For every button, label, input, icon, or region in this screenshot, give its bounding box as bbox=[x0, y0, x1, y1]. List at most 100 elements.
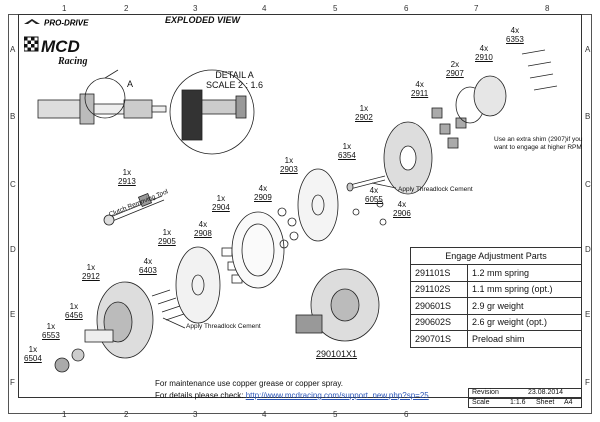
part-description: Preload shim bbox=[467, 330, 582, 348]
zone-row-a: A bbox=[10, 45, 16, 54]
callout-qty: 2x bbox=[450, 60, 460, 69]
callout-pn: 2902 bbox=[355, 113, 373, 122]
callout-pn: 2913 bbox=[118, 177, 136, 186]
callout-qty: 1x bbox=[162, 228, 172, 237]
zone-col-5-bottom: 5 bbox=[333, 410, 338, 419]
callout-qty: 4x bbox=[510, 26, 520, 35]
callout-pn: 6353 bbox=[506, 35, 524, 44]
callout-qty: 1x bbox=[359, 104, 369, 113]
sheet-label: Sheet bbox=[536, 399, 555, 406]
shim-note: Use an extra shim (2907)if you want to e… bbox=[494, 136, 583, 151]
clutch-housing-2912 bbox=[54, 281, 154, 373]
callout-qty: 1x bbox=[342, 142, 352, 151]
sheet-value: A4 bbox=[564, 399, 573, 406]
revision-date: 23.08.2014 bbox=[528, 389, 564, 396]
springs-2911 bbox=[431, 107, 467, 149]
zone-col-1: 1 bbox=[62, 4, 67, 13]
callout-pn: 2910 bbox=[475, 53, 493, 62]
racing-logo-text: Racing bbox=[57, 56, 87, 67]
zone-col-3-bottom: 3 bbox=[193, 410, 198, 419]
zone-row-e-right: E bbox=[585, 310, 591, 319]
callout-pn: 2905 bbox=[158, 237, 176, 246]
detail-marker-a: A bbox=[127, 79, 134, 89]
threadlock-note-top: Apply Threadlock Cement bbox=[398, 186, 473, 193]
callout-qty: 4x bbox=[397, 200, 407, 209]
callout-pn: 6354 bbox=[338, 151, 356, 160]
callout-pn: 2911 bbox=[411, 89, 429, 98]
zone-col-4: 4 bbox=[262, 4, 267, 13]
part-code: 290602S bbox=[410, 313, 468, 331]
zone-row-b-right: B bbox=[585, 112, 591, 121]
zone-col-3: 3 bbox=[193, 4, 198, 13]
bolt-6354 bbox=[346, 175, 386, 192]
callout-qty: 1x bbox=[284, 156, 294, 165]
callout-pn: 6055 bbox=[365, 195, 383, 204]
table-header: Engage Adjustment Parts bbox=[410, 247, 582, 265]
part-code: 290601S bbox=[410, 297, 468, 315]
detail-a-view bbox=[169, 69, 255, 155]
callout-qty: 4x bbox=[415, 80, 424, 89]
callout-pn: 6403 bbox=[139, 266, 157, 275]
callout-qty: 1x bbox=[28, 345, 38, 354]
zone-row-f: F bbox=[10, 378, 15, 387]
zone-col-2: 2 bbox=[124, 4, 129, 13]
zone-row-c-right: C bbox=[585, 180, 591, 189]
part-description: 2.6 gr weight (opt.) bbox=[467, 313, 582, 331]
part-description: 1.2 mm spring bbox=[467, 264, 582, 282]
callout-qty: 1x bbox=[46, 322, 56, 331]
mcd-racing-logo-mark: MCD Racing bbox=[23, 36, 87, 67]
callout-qty: 4x bbox=[143, 257, 153, 266]
callout-pn: 2907 bbox=[446, 69, 464, 78]
zone-col-7: 7 bbox=[474, 4, 479, 13]
revision-divider bbox=[468, 398, 582, 399]
part-code: 291102S bbox=[410, 280, 468, 298]
carrier-2902 bbox=[383, 121, 433, 195]
assembled-clutch-290101x1 bbox=[295, 268, 380, 342]
callout-qty: 4x bbox=[369, 186, 379, 195]
callout-qty: 1x bbox=[122, 168, 132, 177]
details-prefix: For details please check: bbox=[155, 391, 244, 400]
scale-value: 1:1.6 bbox=[510, 399, 526, 406]
clutch-removing-tool bbox=[103, 192, 165, 226]
zone-row-d: D bbox=[10, 245, 16, 254]
part-description: 2.9 gr weight bbox=[467, 297, 582, 315]
mcd-logo-text: MCD bbox=[41, 37, 80, 56]
callout-pn: 6456 bbox=[65, 311, 83, 320]
nuts-6055 bbox=[352, 200, 387, 226]
zone-row-a-right: A bbox=[585, 45, 591, 54]
callout-pn: 2906 bbox=[393, 209, 411, 218]
details-note: For details please check: http://www.mcd… bbox=[155, 391, 429, 400]
prodrive-logo-text: PRO-DRIVE bbox=[44, 19, 89, 28]
detail-a-label: DETAIL A SCALE 2 : 1.6 bbox=[206, 70, 263, 90]
revision-label: Revision bbox=[472, 389, 499, 396]
prodrive-logo: PRO-DRIVE bbox=[22, 14, 137, 28]
detail-a-title: DETAIL A bbox=[215, 70, 254, 80]
prodrive-logo-mark: PRO-DRIVE bbox=[24, 19, 89, 28]
zone-col-2-bottom: 2 bbox=[124, 410, 129, 419]
callout-pn: 2908 bbox=[194, 229, 212, 238]
part-description: 1.1 mm spring (opt.) bbox=[467, 280, 582, 298]
pins-6353 bbox=[521, 49, 558, 91]
callout-pn: 6553 bbox=[42, 331, 60, 340]
callout-qty: 4x bbox=[198, 220, 208, 229]
cap-2910 bbox=[473, 75, 507, 117]
springs-2909 bbox=[277, 207, 299, 249]
callout-qty: 1x bbox=[216, 194, 226, 203]
support-link[interactable]: http://www.mcdracing.com/support_new.php… bbox=[245, 391, 429, 400]
